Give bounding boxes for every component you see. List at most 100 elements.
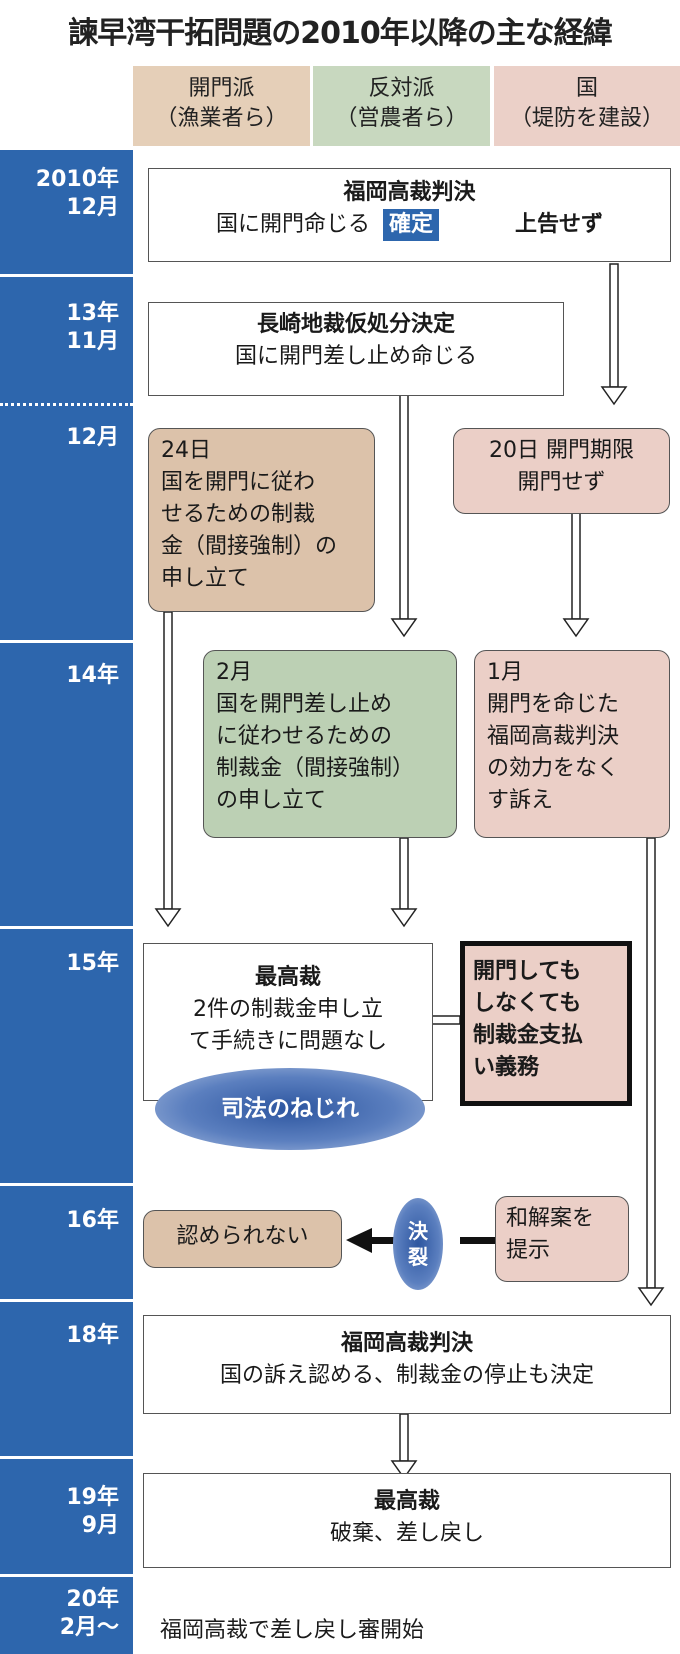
event-body: 国に開門命じる 確定 上告せず — [149, 209, 670, 241]
timeline-label-2010-12: 2010年 12月 — [0, 166, 133, 222]
event-line: 制裁金（間接強制） — [216, 756, 415, 781]
timeline-divider — [0, 274, 133, 277]
event-line: す訴え — [487, 788, 554, 813]
event-nagasaki-box: 長崎地裁仮処分決定 国に開門差し止め命じる — [148, 302, 564, 396]
event-line: 2件の制裁金申し立 — [193, 997, 383, 1022]
event-line: 提示 — [506, 1238, 551, 1263]
event-line: 申し立て — [161, 566, 250, 591]
column-header-label: 開門派 — [188, 76, 255, 101]
payment-obligation-box: 開門しても しなくても 制裁金支払 い義務 — [460, 941, 632, 1106]
event-text: 開門せず — [517, 470, 606, 495]
timeline-year: 13年 — [66, 301, 119, 326]
event-line: い義務 — [473, 1055, 540, 1080]
arrow-down — [600, 263, 628, 406]
event-supreme-court-2019: 最高裁 破棄、差し戻し — [143, 1473, 671, 1568]
event-line: の申し立て — [216, 788, 327, 813]
event-supreme-court-2015: 最高裁 2件の制裁金申し立 て手続きに問題なし — [143, 943, 433, 1101]
breakdown-char: 裂 — [408, 1245, 428, 1269]
event-line: 福岡高裁判決 — [487, 724, 620, 749]
timeline-divider — [0, 1574, 133, 1577]
event-line: に従わせるための — [216, 724, 393, 749]
event-title: 福岡高裁判決 — [343, 180, 476, 205]
timeline-month: 12月 — [66, 195, 119, 220]
timeline-divider — [0, 1183, 133, 1186]
not-accepted-box: 認められない — [143, 1210, 342, 1268]
column-header-open-faction: 開門派 （漁業者ら） — [133, 66, 310, 146]
timeline-divider — [0, 1299, 133, 1302]
timeline-month: 11月 — [66, 329, 119, 354]
column-header-sublabel: （堤防を建設） — [509, 106, 664, 131]
event-line: て手続きに問題なし — [188, 1029, 387, 1054]
breakdown-label: 決 裂 — [393, 1198, 443, 1290]
arrow-down — [562, 512, 590, 638]
timeline-year: 19年 — [66, 1485, 119, 1510]
event-text: 国に開門命じる — [215, 212, 370, 237]
event-line: 金（間接強制）の — [161, 534, 338, 559]
timeline-label-2018: 18年 — [0, 1322, 133, 1350]
timeline-label-2015: 15年 — [0, 950, 133, 978]
timeline-month: 2月～ — [59, 1615, 119, 1640]
arrow-left-icon — [346, 1228, 495, 1253]
event-open-faction-dec24: 24日 国を開門に従わ せるための制裁 金（間接強制）の 申し立て — [148, 428, 375, 612]
timeline-column — [0, 150, 133, 1654]
event-line: 制裁金支払 — [473, 1023, 584, 1048]
column-header-sublabel: （営農者ら） — [335, 106, 468, 131]
timeline-month: 9月 — [81, 1513, 119, 1538]
event-text: 破棄、差し戻し — [329, 1521, 484, 1546]
event-line: 国を開門差し止め — [216, 692, 393, 717]
timeline-label-2013-12: 12月 — [0, 424, 133, 452]
event-date: 24日 — [161, 438, 211, 463]
event-line: 開門しても — [473, 959, 582, 984]
column-header-sublabel: （漁業者ら） — [155, 106, 288, 131]
timeline-label-2013-11: 13年 11月 — [0, 300, 133, 356]
event-remand-2020: 福岡高裁で差し戻し審開始 — [160, 1618, 425, 1643]
double-line-connector — [431, 1015, 461, 1025]
settlement-proposal-box: 和解案を 提示 — [495, 1196, 629, 1282]
event-line: の効力をなく — [487, 756, 620, 781]
event-fukuoka-high-court-2010: 福岡高裁判決 国に開門命じる 確定 上告せず — [148, 168, 671, 262]
column-header-label: 反対派 — [368, 76, 435, 101]
finalized-badge: 確定 — [382, 209, 439, 241]
event-title: 最高裁 — [373, 1489, 440, 1514]
event-date: 1月 — [487, 660, 523, 685]
event-text: 国の訴え認める、制裁金の停止も決定 — [219, 1363, 594, 1388]
event-state-dec20: 20日 開門期限 開門せず — [453, 428, 670, 514]
event-line: しなくても — [473, 991, 582, 1016]
timeline-year: 15年 — [66, 951, 119, 976]
timeline-year: 18年 — [66, 1323, 119, 1348]
timeline-year: 16年 — [66, 1208, 119, 1233]
event-text: 国に開門差し止め命じる — [234, 344, 477, 369]
event-title: 福岡高裁判決 — [340, 1331, 473, 1356]
arrow-down — [637, 837, 665, 1307]
column-header-opposing-faction: 反対派 （営農者ら） — [313, 66, 490, 146]
arrow-down — [390, 1413, 418, 1480]
timeline-label-2016: 16年 — [0, 1207, 133, 1235]
event-title: 長崎地裁仮処分決定 — [256, 312, 455, 337]
timeline-divider — [0, 1456, 133, 1459]
timeline-divider — [0, 926, 133, 929]
timeline-divider — [0, 640, 133, 643]
timeline-label-2014: 14年 — [0, 662, 133, 690]
timeline-label-2020-2: 20年 2月～ — [0, 1586, 133, 1642]
timeline-year: 20年 — [66, 1587, 119, 1612]
arrow-down — [390, 837, 418, 928]
column-header-state: 国 （堤防を建設） — [494, 66, 680, 146]
judicial-twist-label: 司法のねじれ — [155, 1068, 425, 1150]
breakdown-char: 決 — [408, 1219, 428, 1243]
event-line: 国を開門に従わ — [161, 470, 316, 495]
event-date: 20日 開門期限 — [489, 438, 634, 463]
timeline-year: 2010年 — [35, 167, 119, 192]
event-line: 和解案を — [506, 1206, 595, 1231]
event-state-jan: 1月 開門を命じた 福岡高裁判決 の効力をなく す訴え — [474, 650, 670, 838]
timeline-month: 12月 — [66, 425, 119, 450]
timeline-label-2019-9: 19年 9月 — [0, 1484, 133, 1540]
arrow-down — [390, 356, 418, 638]
event-line: 開門を命じた — [487, 692, 620, 717]
event-title: 最高裁 — [254, 965, 321, 990]
event-line: せるための制裁 — [161, 502, 316, 527]
arrow-down — [154, 611, 182, 928]
timeline-year: 14年 — [66, 663, 119, 688]
event-opposing-faction-feb: 2月 国を開門差し止め に従わせるための 制裁金（間接強制） の申し立て — [203, 650, 457, 838]
column-header-label: 国 — [575, 76, 598, 101]
no-appeal-note: 上告せず — [515, 212, 604, 237]
